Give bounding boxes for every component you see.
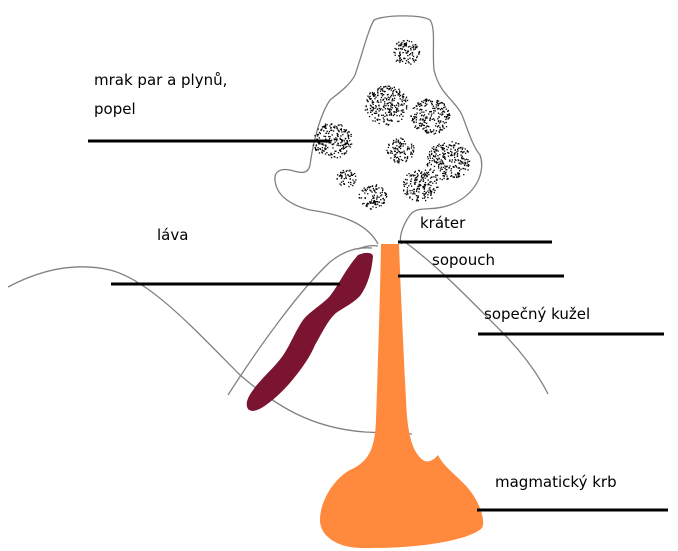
- crater-label: kráter: [420, 214, 466, 232]
- cloud-label-line1: mrak par a plynů,: [94, 71, 227, 89]
- cone-label: sopečný kužel: [484, 305, 590, 323]
- ash-particles: [313, 40, 471, 210]
- chamber-label: magmatický krb: [495, 473, 617, 491]
- vent-label: sopouch: [432, 251, 495, 269]
- cloud-label-line2: popel: [94, 100, 136, 118]
- lava-label: láva: [157, 226, 188, 244]
- eruption-cloud-outline: [275, 16, 482, 244]
- lava-flow: [247, 253, 373, 411]
